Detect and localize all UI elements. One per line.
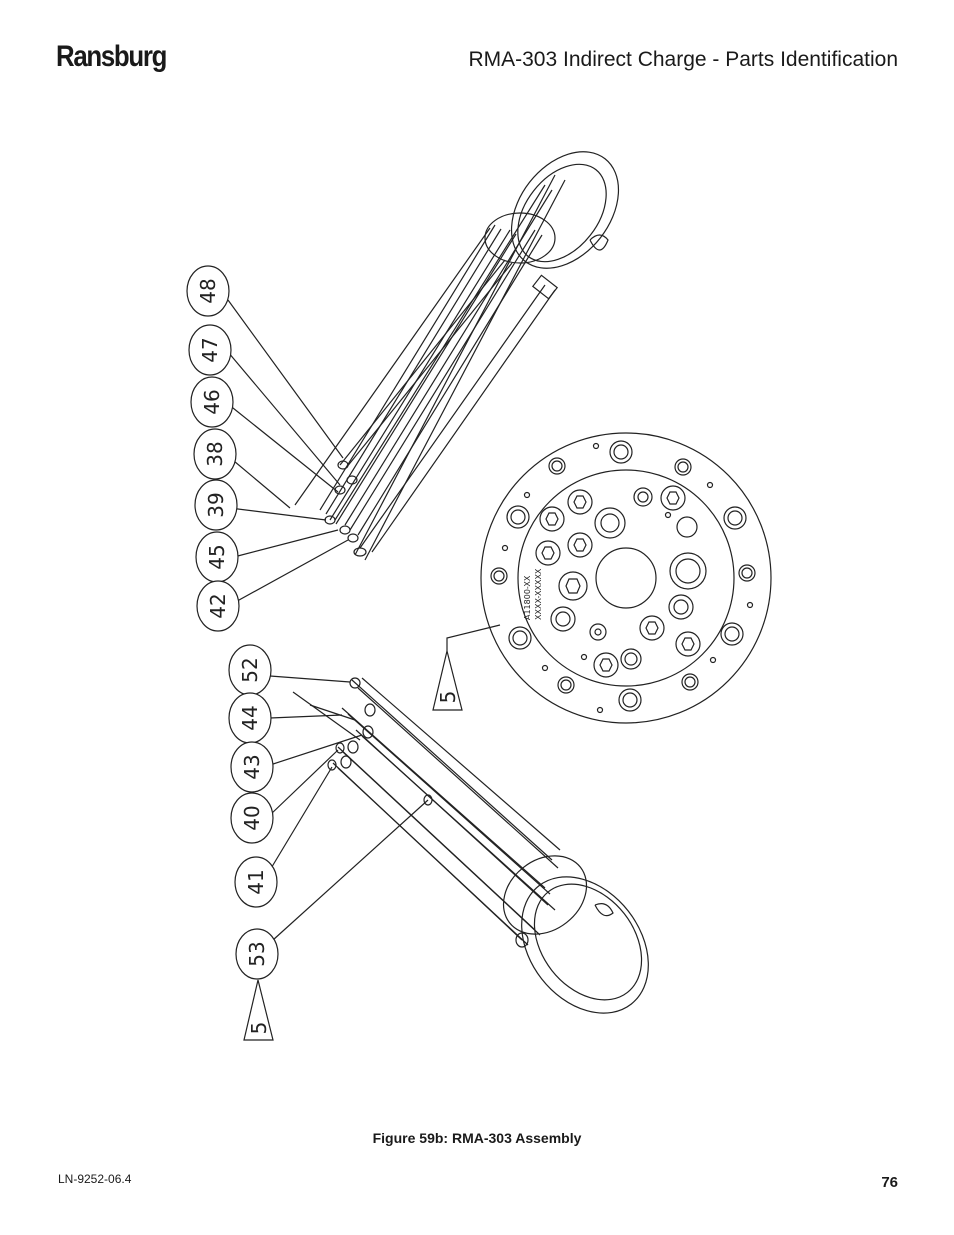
callout-39: 39: [204, 492, 228, 517]
face-plate-view: [446, 432, 772, 724]
callout-balloons: [186, 265, 463, 1041]
callout-38: 38: [203, 441, 227, 466]
callout-48: 48: [196, 278, 220, 303]
upper-assembly: [227, 151, 620, 606]
page-title: RMA-303 Indirect Charge - Parts Identifi…: [468, 48, 898, 71]
callout-41: 41: [244, 869, 268, 894]
figure-caption: Figure 59b: RMA-303 Assembly: [372, 1130, 582, 1146]
callout-46: 46: [200, 389, 224, 414]
callout-40: 40: [240, 805, 264, 830]
lower-assembly: [269, 675, 649, 1014]
callout-42: 42: [206, 593, 230, 618]
note-flag-lower: [243, 979, 274, 1041]
brand-logo: Ransburg: [56, 40, 167, 73]
doc-number: LN-9252-06.4: [58, 1172, 132, 1186]
callout-45: 45: [205, 544, 229, 569]
note-flag-upper-label: 5: [436, 691, 460, 704]
callout-53: 53: [245, 941, 269, 966]
page-number: 76: [881, 1174, 898, 1191]
callout-43: 43: [240, 754, 264, 779]
serial-line-1: A11800-XX: [523, 575, 532, 620]
callout-44: 44: [238, 705, 262, 730]
note-flag-lower-label: 5: [247, 1022, 271, 1035]
note-flag-upper: [432, 650, 463, 711]
callout-47: 47: [198, 337, 222, 362]
callout-52: 52: [238, 657, 262, 682]
serial-line-2: XXXX-XXXXX: [534, 568, 543, 620]
